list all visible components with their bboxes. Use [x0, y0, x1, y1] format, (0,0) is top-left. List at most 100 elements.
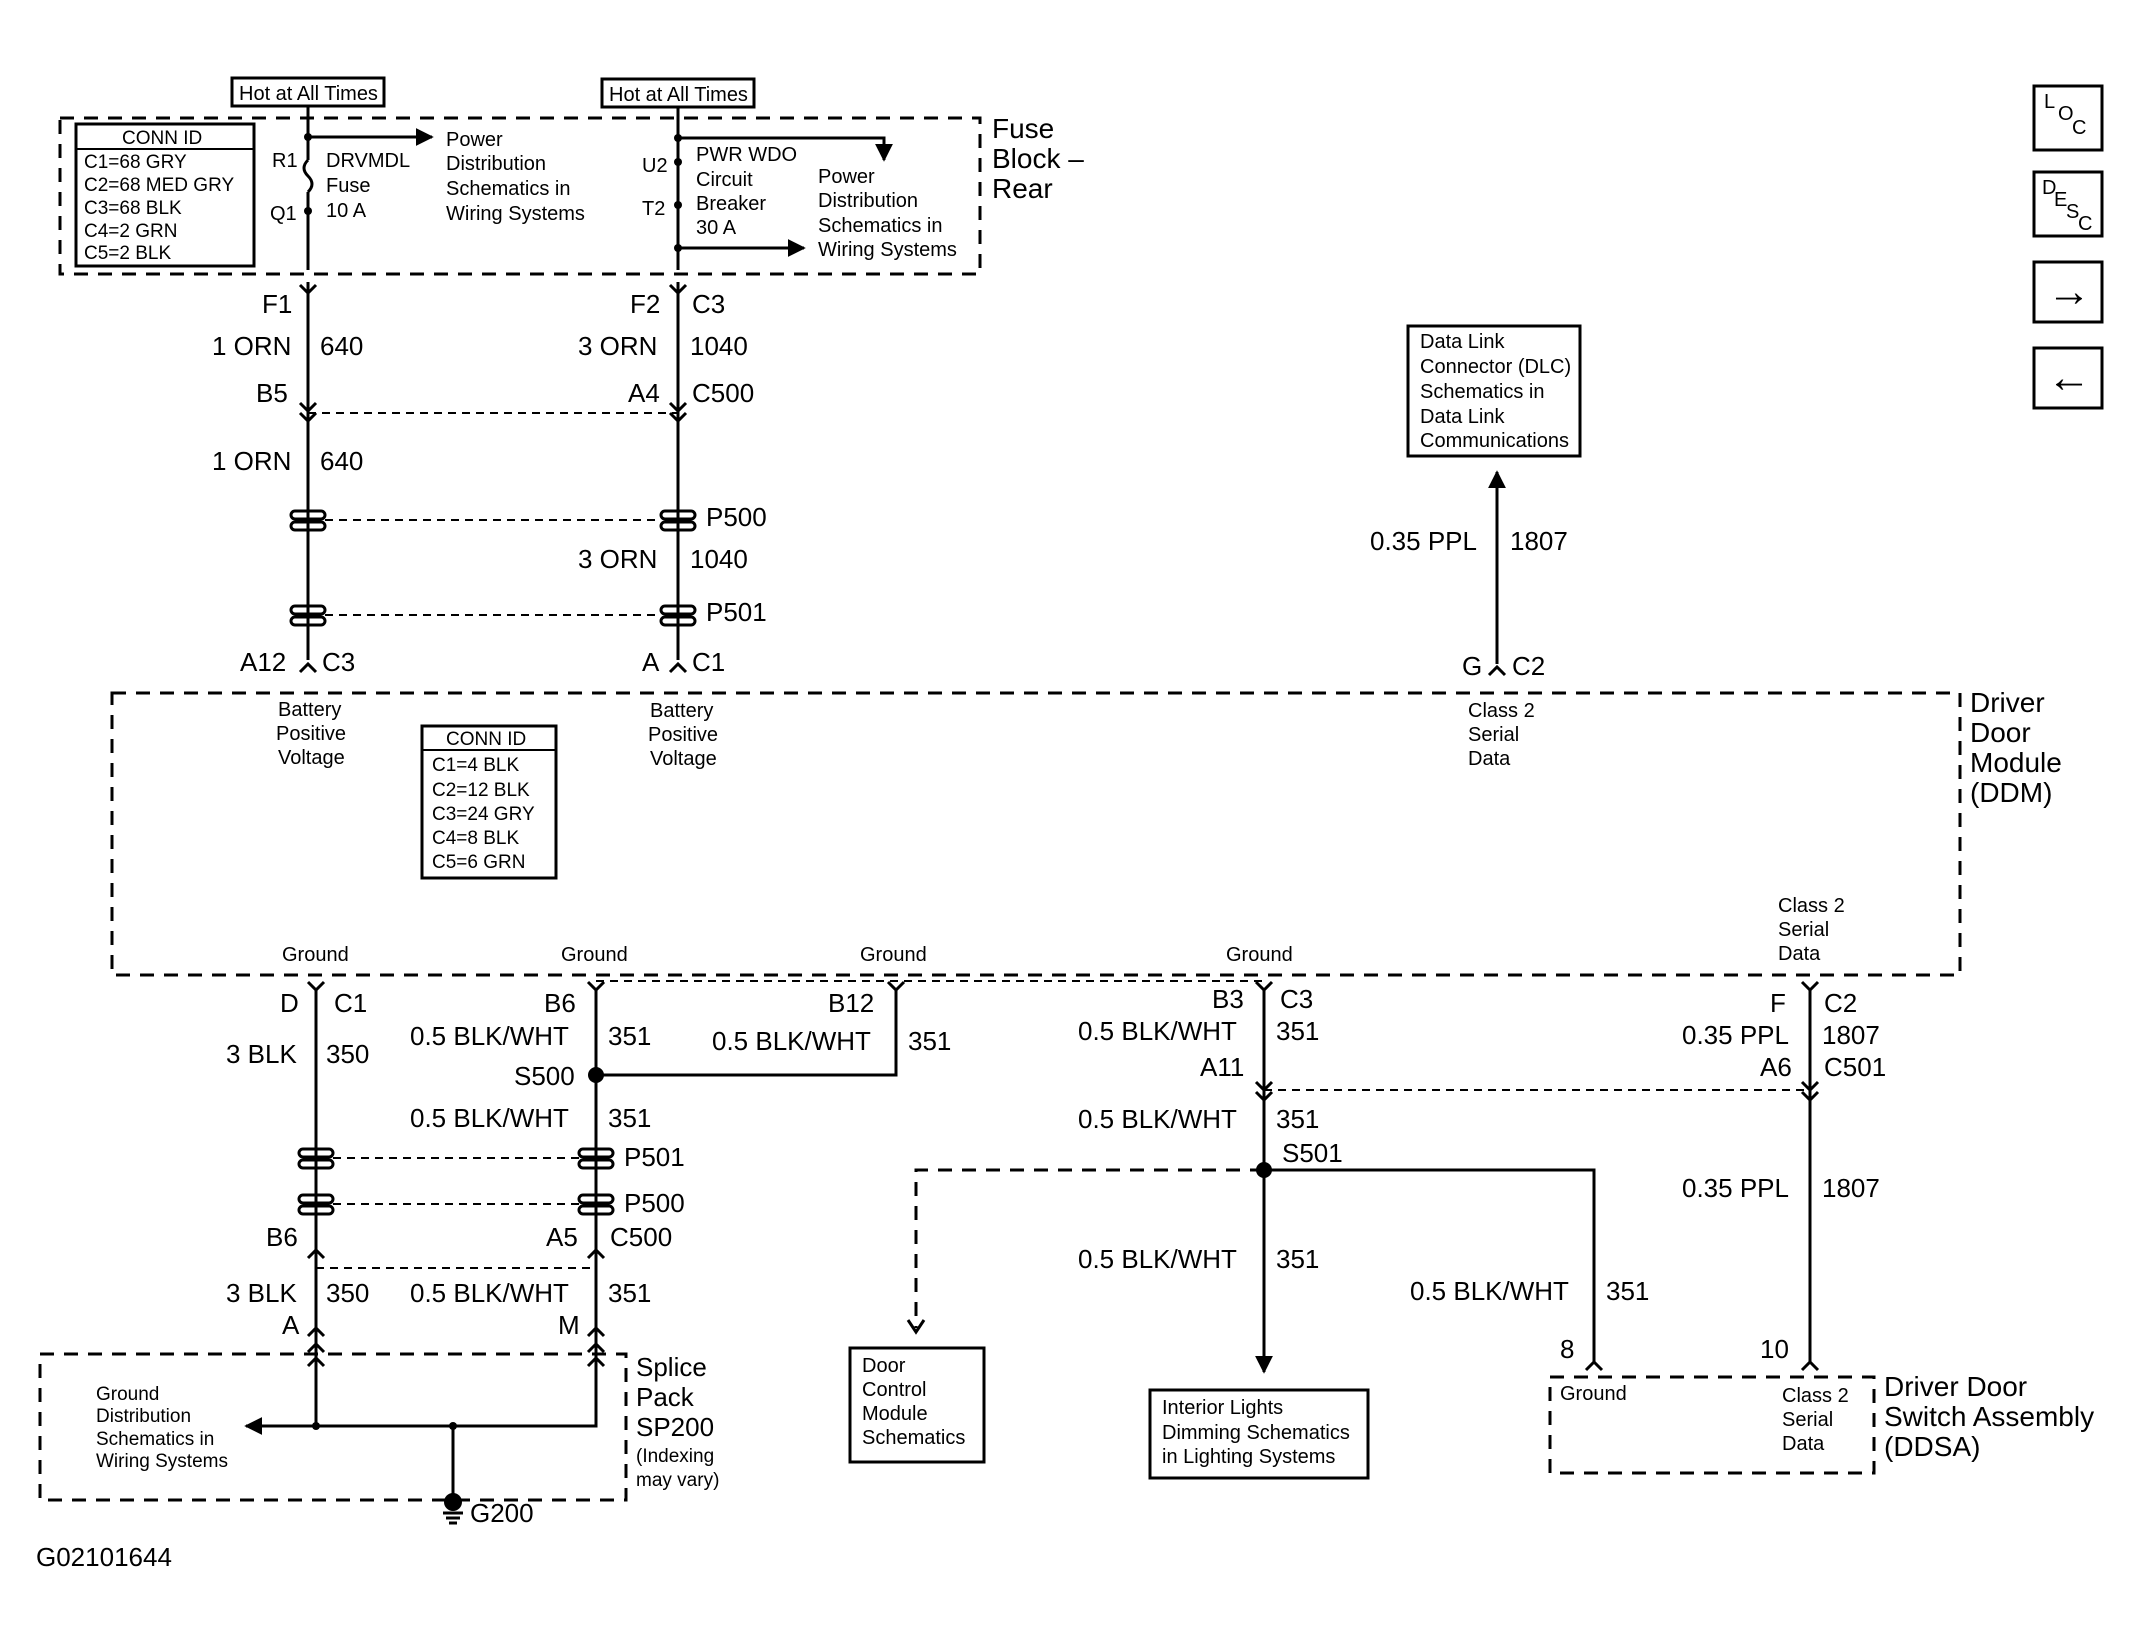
- svg-text:B12: B12: [828, 988, 874, 1018]
- ddm-ground-labels: Ground Ground Ground Ground: [282, 944, 1293, 966]
- inline-connector-p501-lower-left: [297, 1147, 335, 1170]
- prev-button[interactable]: ←: [2032, 346, 2104, 410]
- ddm-name: Driver Door Module (DDM): [1970, 687, 2062, 808]
- breaker-power-distribution-ref[interactable]: Power Distribution Schematics in Wiring …: [818, 166, 957, 261]
- arrow-right-icon: →: [2047, 267, 2091, 316]
- circuit-351-b3-wire: B3 C3 0.5 BLK/WHT 351 A11 0.5 BLK/WHT 35…: [906, 980, 1649, 1374]
- ground-distribution-ref[interactable]: Ground Distribution Schematics in Wiring…: [96, 1384, 228, 1472]
- svg-text:Distribution: Distribution: [96, 1406, 191, 1427]
- svg-text:B6: B6: [544, 988, 576, 1018]
- inline-connector-p501-mid: [659, 604, 697, 627]
- svg-text:Ground: Ground: [96, 1384, 159, 1405]
- svg-text:Ground: Ground: [282, 944, 349, 966]
- svg-text:may vary): may vary): [636, 1470, 719, 1491]
- svg-text:1 ORN: 1 ORN: [212, 446, 291, 476]
- svg-text:1040: 1040: [690, 544, 748, 574]
- svg-text:P501: P501: [624, 1142, 685, 1172]
- svg-text:0.5 BLK/WHT: 0.5 BLK/WHT: [410, 1278, 569, 1308]
- inline-connector-p500-mid: [659, 509, 697, 532]
- svg-text:Data Link: Data Link: [1420, 331, 1505, 353]
- svg-text:CONN ID: CONN ID: [446, 729, 526, 750]
- splice-pack-sp200: [38, 1352, 628, 1502]
- svg-text:C: C: [2078, 213, 2092, 235]
- svg-text:R1: R1: [272, 150, 298, 172]
- driver-door-module: [110, 691, 1962, 977]
- svg-text:C2=68 MED GRY: C2=68 MED GRY: [84, 175, 234, 196]
- svg-text:C3=68 BLK: C3=68 BLK: [84, 198, 182, 219]
- svg-text:Wiring Systems: Wiring Systems: [96, 1451, 228, 1472]
- svg-text:Power: Power: [446, 129, 503, 151]
- dlc-reference-box[interactable]: Data Link Connector (DLC) Schematics in …: [1406, 324, 1582, 458]
- svg-text:DRVMDL: DRVMDL: [326, 150, 410, 172]
- svg-text:Fuse: Fuse: [992, 113, 1054, 144]
- svg-text:CONN ID: CONN ID: [122, 128, 202, 149]
- svg-text:G: G: [1462, 651, 1482, 681]
- inline-connector-p500-lower-mid: [577, 1193, 615, 1216]
- svg-text:Hot at All Times: Hot at All Times: [609, 84, 748, 106]
- svg-text:351: 351: [608, 1103, 651, 1133]
- svg-text:Distribution: Distribution: [446, 153, 546, 175]
- svg-text:Driver Door: Driver Door: [1884, 1371, 2027, 1402]
- svg-text:P501: P501: [706, 597, 767, 627]
- loc-button[interactable]: L O C: [2032, 84, 2104, 152]
- ddsa-pins: 8 10 Ground Class 2 Serial Data: [1560, 1334, 1849, 1455]
- svg-text:C3: C3: [322, 647, 355, 677]
- svg-text:8: 8: [1560, 1334, 1574, 1364]
- svg-text:A: A: [282, 1310, 300, 1340]
- svg-text:A12: A12: [240, 647, 286, 677]
- svg-text:Class 2: Class 2: [1468, 700, 1535, 722]
- door-control-module-ref[interactable]: Door Control Module Schematics: [848, 1346, 986, 1464]
- svg-text:C1: C1: [334, 988, 367, 1018]
- next-button[interactable]: →: [2032, 260, 2104, 324]
- svg-text:C4=2 GRN: C4=2 GRN: [84, 221, 177, 242]
- svg-text:Voltage: Voltage: [278, 747, 345, 769]
- svg-text:3 BLK: 3 BLK: [226, 1039, 297, 1069]
- svg-text:A: A: [642, 647, 660, 677]
- ddm-class2-bottom: Class 2 Serial Data: [1778, 895, 1845, 965]
- svg-text:Ground: Ground: [1560, 1383, 1627, 1405]
- svg-text:C2: C2: [1512, 651, 1545, 681]
- svg-text:Ground: Ground: [1226, 944, 1293, 966]
- svg-text:350: 350: [326, 1039, 369, 1069]
- svg-text:Door: Door: [1970, 717, 2031, 748]
- svg-text:Switch Assembly: Switch Assembly: [1884, 1401, 2094, 1432]
- hot-label-left: Hot at All Times: [230, 76, 386, 108]
- svg-text:Communications: Communications: [1420, 430, 1569, 452]
- svg-text:Data Link: Data Link: [1420, 406, 1505, 428]
- interior-lights-dimming-ref[interactable]: Interior Lights Dimming Schematics in Li…: [1148, 1388, 1370, 1480]
- svg-text:640: 640: [320, 331, 363, 361]
- fuse-power-distribution-ref[interactable]: Power Distribution Schematics in Wiring …: [446, 129, 585, 225]
- desc-button[interactable]: D E S C: [2032, 170, 2104, 238]
- svg-text:Power: Power: [818, 166, 875, 188]
- svg-text:Distribution: Distribution: [818, 190, 918, 212]
- svg-text:3 ORN: 3 ORN: [578, 331, 657, 361]
- svg-text:Serial: Serial: [1468, 724, 1519, 746]
- svg-text:Wiring Systems: Wiring Systems: [818, 239, 957, 261]
- svg-text:U2: U2: [642, 155, 668, 177]
- inline-connector-p500-lower-left: [297, 1193, 335, 1216]
- svg-text:S501: S501: [1282, 1138, 1343, 1168]
- svg-text:0.5 BLK/WHT: 0.5 BLK/WHT: [712, 1026, 871, 1056]
- svg-text:Dimming Schematics: Dimming Schematics: [1162, 1422, 1350, 1444]
- svg-text:Serial: Serial: [1782, 1409, 1833, 1431]
- pwr-wdo-circuit-breaker: U2 T2 PWR WDO Circuit Breaker 30 A: [642, 125, 893, 270]
- svg-text:Rear: Rear: [992, 173, 1053, 204]
- svg-text:Wiring Systems: Wiring Systems: [446, 203, 585, 225]
- svg-text:C5=2 BLK: C5=2 BLK: [84, 243, 171, 264]
- svg-text:30 A: 30 A: [696, 217, 737, 239]
- circuit-351-b6-wire: B6 0.5 BLK/WHT 351 S500 0.5 BLK/WHT 351 …: [410, 980, 685, 1410]
- svg-text:C501: C501: [1824, 1052, 1886, 1082]
- svg-text:C2: C2: [1824, 988, 1857, 1018]
- svg-text:Serial: Serial: [1778, 919, 1829, 941]
- svg-text:0.35 PPL: 0.35 PPL: [1682, 1173, 1789, 1203]
- svg-text:Schematics in: Schematics in: [1420, 381, 1545, 403]
- ddm-battery-voltage-mid: Battery Positive Voltage: [648, 700, 718, 770]
- svg-text:P500: P500: [624, 1188, 685, 1218]
- svg-text:640: 640: [320, 446, 363, 476]
- svg-text:C3: C3: [692, 289, 725, 319]
- splice-pack-wiring: [244, 1341, 606, 1502]
- svg-text:1 ORN: 1 ORN: [212, 331, 291, 361]
- svg-text:A11: A11: [1200, 1052, 1244, 1082]
- svg-text:L: L: [2044, 91, 2055, 113]
